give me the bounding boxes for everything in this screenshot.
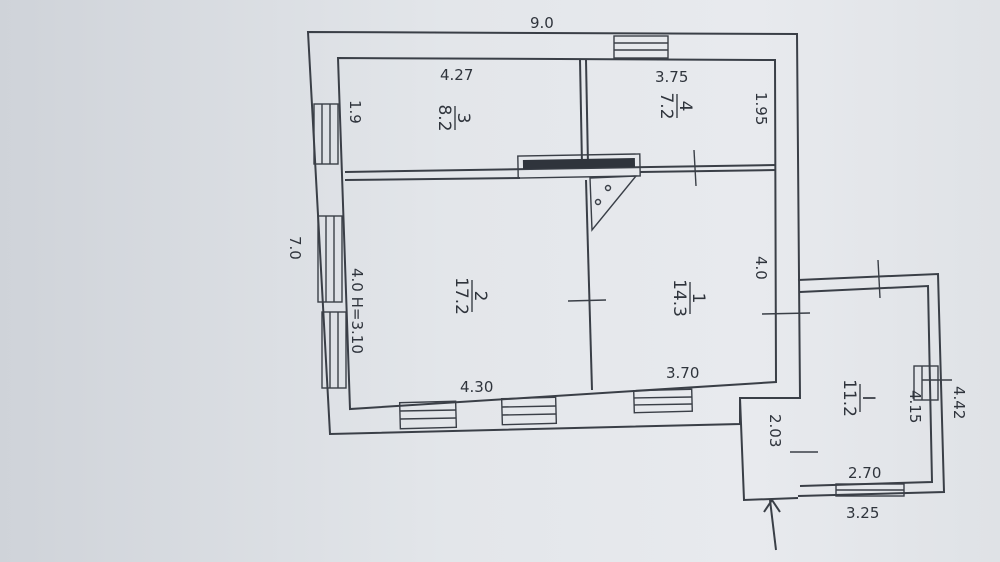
room2-width: 4.30 — [460, 378, 493, 396]
room3-height: 1.9 — [346, 100, 364, 124]
door-mark — [877, 259, 881, 299]
stove-vent-a — [604, 184, 612, 192]
partition-vertical-bottom — [585, 179, 593, 391]
room-3-area: 8.2 — [434, 104, 454, 131]
porch-inner-length: 4.15 — [906, 390, 924, 423]
room-3-label: 3 8.2 — [434, 104, 473, 131]
stove-corner — [589, 175, 638, 232]
partition-vertical-top — [579, 59, 583, 166]
inner-wall — [336, 56, 778, 411]
porch-outer-width: 3.25 — [846, 504, 879, 522]
porch-inner-wall — [799, 284, 934, 487]
overall-width: 9.0 — [530, 14, 554, 32]
window-left — [317, 215, 343, 303]
room-2-area: 17.2 — [451, 277, 471, 315]
partition-horizontal-inner-right — [639, 169, 777, 173]
window-bottom-pane — [399, 409, 457, 412]
partition-vertical-top-inner — [585, 59, 589, 166]
door-mark — [693, 149, 697, 187]
room4-width: 3.75 — [655, 68, 688, 86]
room-2-number: 2 — [470, 291, 490, 302]
porch-outer-length: 4.42 — [950, 386, 968, 419]
window-bottom — [500, 396, 558, 426]
window-bottom-pane — [633, 396, 693, 399]
window-bottom — [633, 388, 693, 414]
room-1-label: 1 14.3 — [669, 279, 708, 317]
window-left — [321, 311, 347, 389]
entry-step — [739, 397, 799, 502]
window-bottom-pane — [633, 403, 693, 406]
room1-width: 3.70 — [666, 364, 699, 382]
room-4-label: 4 7.2 — [656, 92, 695, 119]
porch-label: I 11.2 — [839, 379, 878, 417]
entry-arrow-head — [763, 498, 781, 513]
window-top — [613, 35, 669, 59]
room-2-label: 2 17.2 — [451, 277, 490, 315]
door-mark — [761, 312, 811, 315]
stove — [517, 153, 641, 179]
window-left — [313, 103, 339, 165]
porch-area: 11.2 — [839, 379, 859, 417]
room-1-area: 14.3 — [669, 279, 689, 317]
window-bottom-pane — [501, 405, 557, 408]
stove-vent-b — [594, 198, 602, 206]
window-bottom-pane — [501, 413, 557, 416]
porch-inner-width: 2.70 — [848, 464, 881, 482]
room4-height: 1.95 — [752, 92, 770, 125]
room-4-number: 4 — [675, 101, 695, 112]
door-mark — [567, 299, 607, 302]
room-1-number: 1 — [688, 293, 708, 304]
room2-height: 4.0 H=3.10 — [348, 268, 366, 354]
room1-height: 4.0 — [752, 256, 770, 280]
window-bottom-pane — [399, 417, 457, 420]
window-bottom — [398, 400, 458, 430]
room3-width: 4.27 — [440, 66, 473, 84]
stove-fill — [522, 158, 636, 169]
entry-arrow-line — [769, 499, 777, 551]
partition-horizontal-inner — [344, 177, 521, 181]
outer-wall — [306, 30, 802, 436]
overall-height: 7.0 — [286, 236, 304, 260]
porch-side-window — [913, 365, 939, 401]
room-3-number: 3 — [453, 113, 473, 124]
porch-number: I — [858, 395, 878, 400]
room-4-area: 7.2 — [656, 92, 676, 119]
partition-horizontal — [344, 164, 777, 173]
porch-step: 2.03 — [766, 414, 784, 447]
porch-outer-wall — [797, 272, 946, 497]
